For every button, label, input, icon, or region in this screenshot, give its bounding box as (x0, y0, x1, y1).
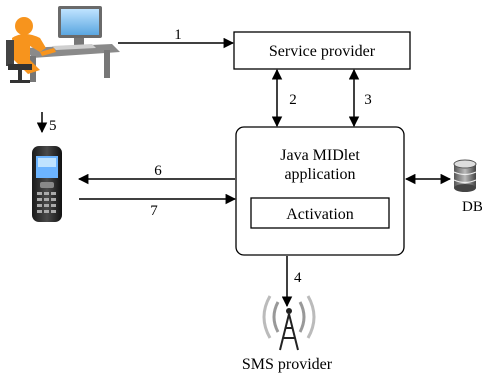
service-provider-box (233, 31, 411, 70)
java-midlet-label-line1: Java MIDlet (280, 147, 360, 164)
mobile-phone-icon (32, 146, 62, 222)
arrow-2-label: 2 (289, 92, 297, 108)
java-midlet-label-line2: application (284, 166, 355, 183)
db-label: DB (462, 199, 482, 215)
antenna-icon (262, 295, 316, 351)
arrow-7-label: 7 (150, 203, 158, 219)
arrow-5-label: 5 (49, 118, 57, 134)
activation-label: Activation (286, 206, 354, 223)
sms-provider-label: SMS provider (242, 356, 333, 373)
database-icon (453, 159, 477, 192)
arrow-3-label: 3 (364, 92, 372, 108)
service-provider-label: Service provider (269, 43, 376, 60)
activation-box (250, 197, 390, 229)
user-at-computer-icon (6, 6, 120, 83)
arrow-6-label: 6 (154, 163, 162, 179)
arrow-4-label: 4 (294, 270, 302, 286)
arrow-1-label: 1 (174, 27, 182, 43)
